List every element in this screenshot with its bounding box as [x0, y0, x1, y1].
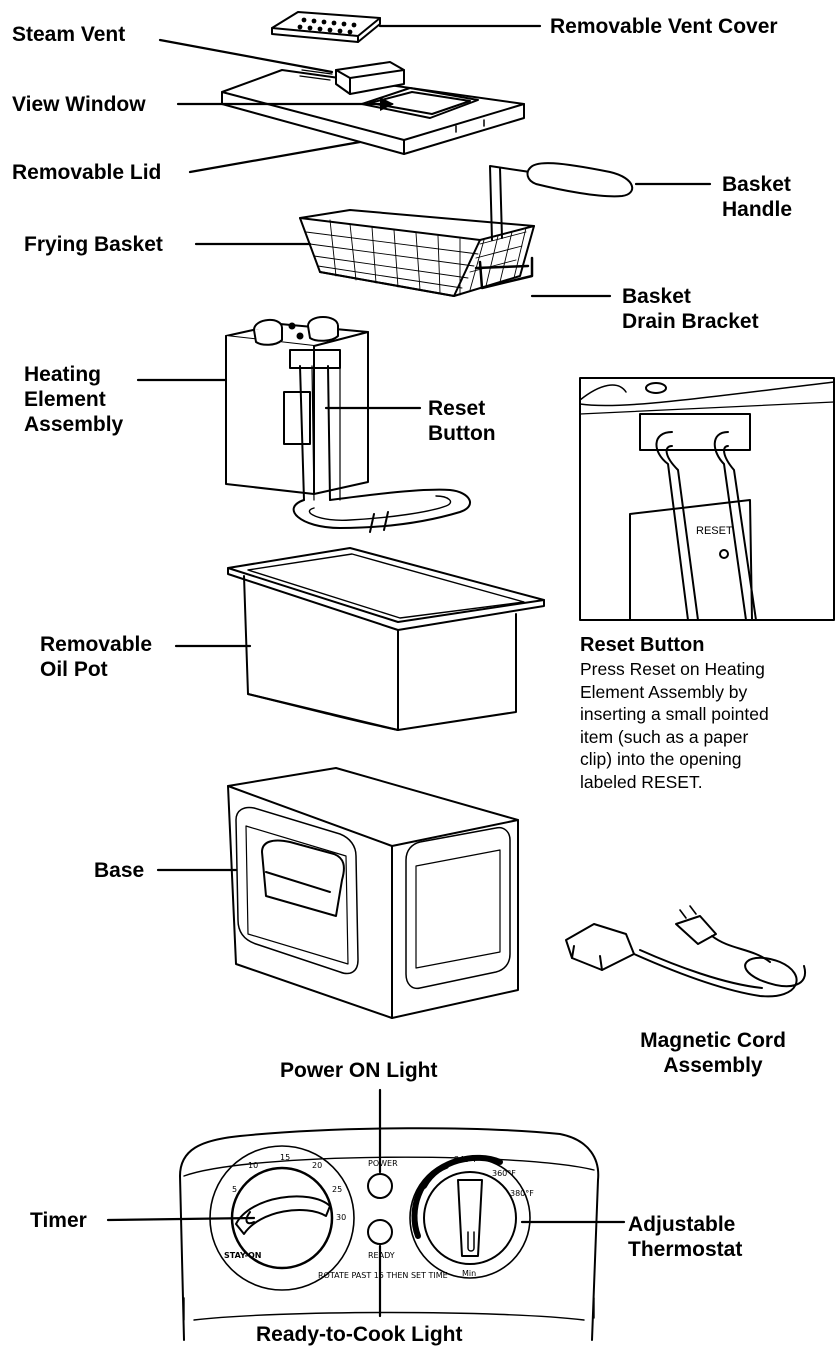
- leader-steam-vent: [158, 38, 334, 74]
- label-frying-basket: Frying Basket: [24, 233, 163, 256]
- basket-drawing: [299, 162, 634, 297]
- oil-pot-drawing: [227, 547, 545, 731]
- label-power-on-light: Power ON Light: [280, 1059, 438, 1082]
- lid-drawing: [221, 61, 525, 155]
- label-timer: Timer: [30, 1209, 87, 1232]
- control-panel-drawing: [179, 1127, 600, 1341]
- base-drawing: [227, 767, 519, 1019]
- label-cord-line2: Assembly: [663, 1054, 763, 1077]
- label-cord-line1: Magnetic Cord: [640, 1029, 786, 1052]
- reset-note-line: item (such as a paper: [580, 726, 749, 747]
- label-magnetic-cord-assembly: Magnetic Cord Assembly: [618, 1028, 808, 1078]
- reset-note-line: Press Reset on Heating: [580, 659, 765, 679]
- label-removable-vent-cover: Removable Vent Cover: [550, 15, 778, 38]
- reset-inset-drawing: [579, 377, 835, 621]
- label-heating-line2: Element: [24, 388, 106, 411]
- label-reset-line1: Reset: [428, 397, 486, 420]
- view-window-arrowhead: [380, 97, 394, 111]
- label-removable-lid: Removable Lid: [12, 161, 162, 184]
- timer-note: ROTATE PAST 15 THEN SET TIME: [318, 1271, 448, 1280]
- label-steam-vent: Steam Vent: [12, 23, 126, 46]
- label-drain-bracket-line1: Basket: [622, 285, 691, 308]
- label-basket-handle-line2: Handle: [722, 198, 793, 221]
- timer-mark-10: 10: [248, 1161, 258, 1170]
- timer-mark-15: 15: [280, 1153, 290, 1162]
- ready-light-label: READY: [368, 1251, 395, 1260]
- timer-mark-20: 20: [312, 1161, 322, 1170]
- cord-drawing: [565, 905, 807, 998]
- power-light-label: POWER: [368, 1159, 398, 1168]
- label-adjustable-thermostat: Adjustable Thermostat: [628, 1212, 742, 1262]
- label-view-window: View Window: [12, 93, 146, 116]
- reset-note-line: inserting a small pointed: [580, 704, 769, 724]
- vent-cover-drawing: [271, 11, 381, 43]
- label-heating-line1: Heating: [24, 363, 102, 386]
- inset-reset-text: RESET: [696, 525, 733, 537]
- reset-note-line: labeled RESET.: [580, 771, 703, 792]
- thermostat-mark-340: 340°F: [454, 1155, 478, 1164]
- timer-stay-on: STAY-ON: [224, 1251, 261, 1260]
- label-ready-to-cook-light: Ready-to-Cook Light: [256, 1323, 463, 1346]
- label-oil-pot-line2: Oil Pot: [40, 658, 108, 681]
- label-removable-oil-pot: Removable Oil Pot: [40, 632, 152, 682]
- timer-mark-5: 5: [232, 1185, 237, 1194]
- label-base: Base: [94, 859, 145, 882]
- label-drain-bracket-line2: Drain Bracket: [622, 310, 759, 333]
- reset-note-line: clip) into the opening: [580, 749, 742, 769]
- label-basket-handle: Basket Handle: [722, 172, 792, 222]
- leader-removable-lid: [188, 140, 362, 174]
- reset-note-title: Reset Button: [580, 634, 705, 656]
- label-thermostat-line2: Thermostat: [628, 1238, 743, 1261]
- control-panel-text: POWER READY 10 15 20 25 30 5 STAY-ON ROT…: [224, 1153, 534, 1280]
- label-heating-line3: Assembly: [24, 413, 124, 436]
- label-thermostat-line1: Adjustable: [628, 1213, 736, 1236]
- reset-note-line: Element Assembly by: [580, 681, 748, 702]
- heating-element-drawing: [225, 316, 471, 533]
- label-basket-drain-bracket: Basket Drain Bracket: [622, 284, 759, 334]
- timer-mark-25: 25: [332, 1185, 342, 1194]
- reset-note: Reset Button Press Reset on Heating Elem…: [580, 632, 838, 793]
- leader-timer: [106, 1216, 256, 1222]
- leader-lines: [106, 24, 712, 1318]
- label-reset-line2: Button: [428, 422, 496, 445]
- thermostat-min: Min: [462, 1269, 476, 1278]
- label-heating-element-assembly: Heating Element Assembly: [24, 362, 123, 437]
- label-reset-button: Reset Button: [428, 396, 496, 446]
- label-basket-handle-line1: Basket: [722, 173, 791, 196]
- thermostat-mark-360: 360°F: [492, 1169, 516, 1178]
- label-oil-pot-line1: Removable: [40, 633, 153, 656]
- thermostat-mark-380: 380°F: [510, 1189, 534, 1198]
- timer-mark-30: 30: [336, 1213, 346, 1222]
